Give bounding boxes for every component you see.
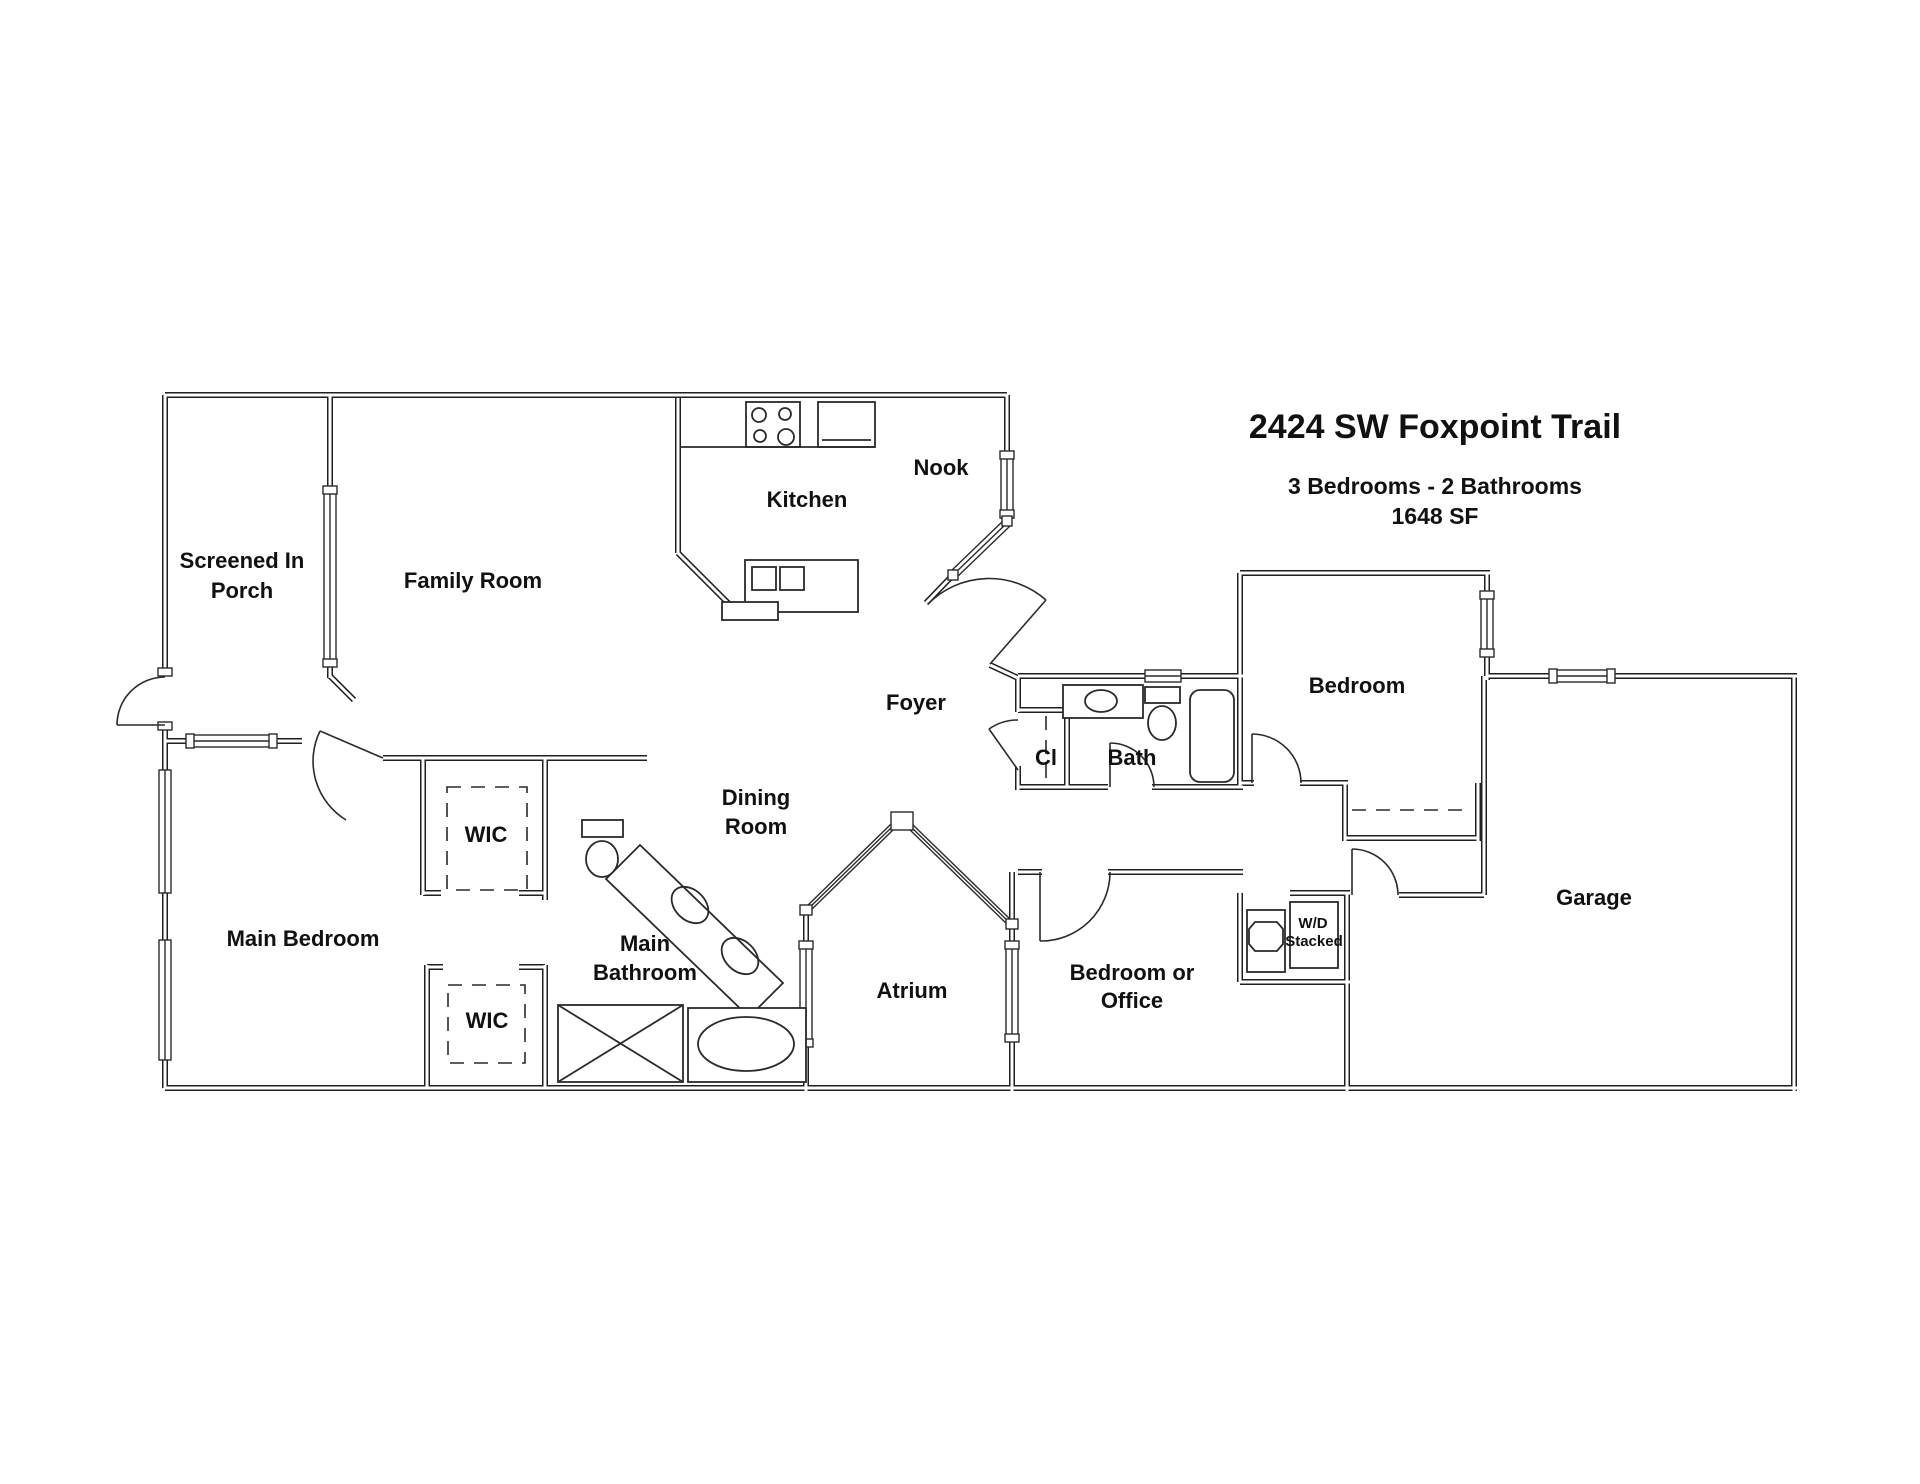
bedroom-door [1251,733,1302,784]
window [191,734,276,748]
main-bath-toilet [581,819,624,878]
room-label-kitchen: Kitchen [767,487,848,512]
room-label-wd-1: W/D [1298,915,1327,932]
room-label-wic-upper: WIC [465,822,508,847]
window [1554,669,1612,683]
garage-entry-door [1351,848,1399,896]
room-label-screened-porch-1: Screened In [180,548,305,573]
closet-dashes [446,716,1472,1064]
front-entry-door [927,577,1047,665]
plan-bed-bath-count: 3 Bedrooms - 2 Bathrooms [1288,473,1582,499]
room-label-bedroom: Bedroom [1309,673,1406,698]
title-block: 2424 SW Foxpoint Trail 3 Bedrooms - 2 Ba… [1249,408,1621,529]
room-label-office-2: Office [1101,988,1163,1013]
window [1005,946,1019,1039]
plan-address: 2424 SW Foxpoint Trail [1249,408,1621,446]
garden-tub [687,1007,807,1083]
hall-closet-door [988,719,1019,771]
bath-sink-counter [1062,684,1144,719]
wic-upper-shelving [446,786,528,891]
shower [557,1004,684,1083]
room-label-wic-lower: WIC [466,1008,509,1033]
room-label-dining-1: Dining [722,785,790,810]
room-label-wd-2: Stacked [1285,933,1343,950]
window [158,769,172,894]
room-label-nook: Nook [914,455,970,480]
window [949,519,1011,579]
room-label-family-room: Family Room [404,568,542,593]
window [907,823,1015,928]
doors [116,577,1399,942]
washer [1246,909,1286,973]
room-label-main-bedroom: Main Bedroom [227,926,380,951]
room-labels: Screened In Porch Family Room Kitchen No… [180,455,1632,1033]
window [323,491,337,664]
window [1480,596,1494,654]
wall-posts [157,450,1616,1048]
window [1144,669,1182,683]
kitchen-island-sink [721,559,859,621]
stove [745,401,801,448]
room-label-garage: Garage [1556,885,1632,910]
bathtub [1189,689,1235,783]
plan-square-footage: 1648 SF [1392,503,1479,529]
fixtures [557,401,1339,1083]
room-label-dining-2: Room [725,814,787,839]
window [1000,456,1014,515]
window [158,939,172,1061]
wic-lower-shelving [447,984,526,1064]
room-label-screened-porch-2: Porch [211,578,273,603]
room-label-office-1: Bedroom or [1070,960,1195,985]
porch-corner-door [312,730,384,821]
windows [158,456,1612,1061]
office-door [1039,871,1111,942]
room-label-bath: Bath [1108,745,1157,770]
bath-door [1109,742,1155,788]
porch-exterior-door [116,676,166,726]
bath-toilet [1144,686,1181,741]
room-label-main-bathroom-2: Bathroom [593,960,697,985]
wd-stacked-unit [1289,901,1339,969]
walls [162,392,1797,1091]
room-label-atrium: Atrium [877,978,948,1003]
refrigerator [817,401,876,448]
window [803,823,896,914]
room-label-foyer: Foyer [886,690,946,715]
room-label-closet: Cl [1035,745,1057,770]
room-label-main-bathroom-1: Main [620,931,670,956]
